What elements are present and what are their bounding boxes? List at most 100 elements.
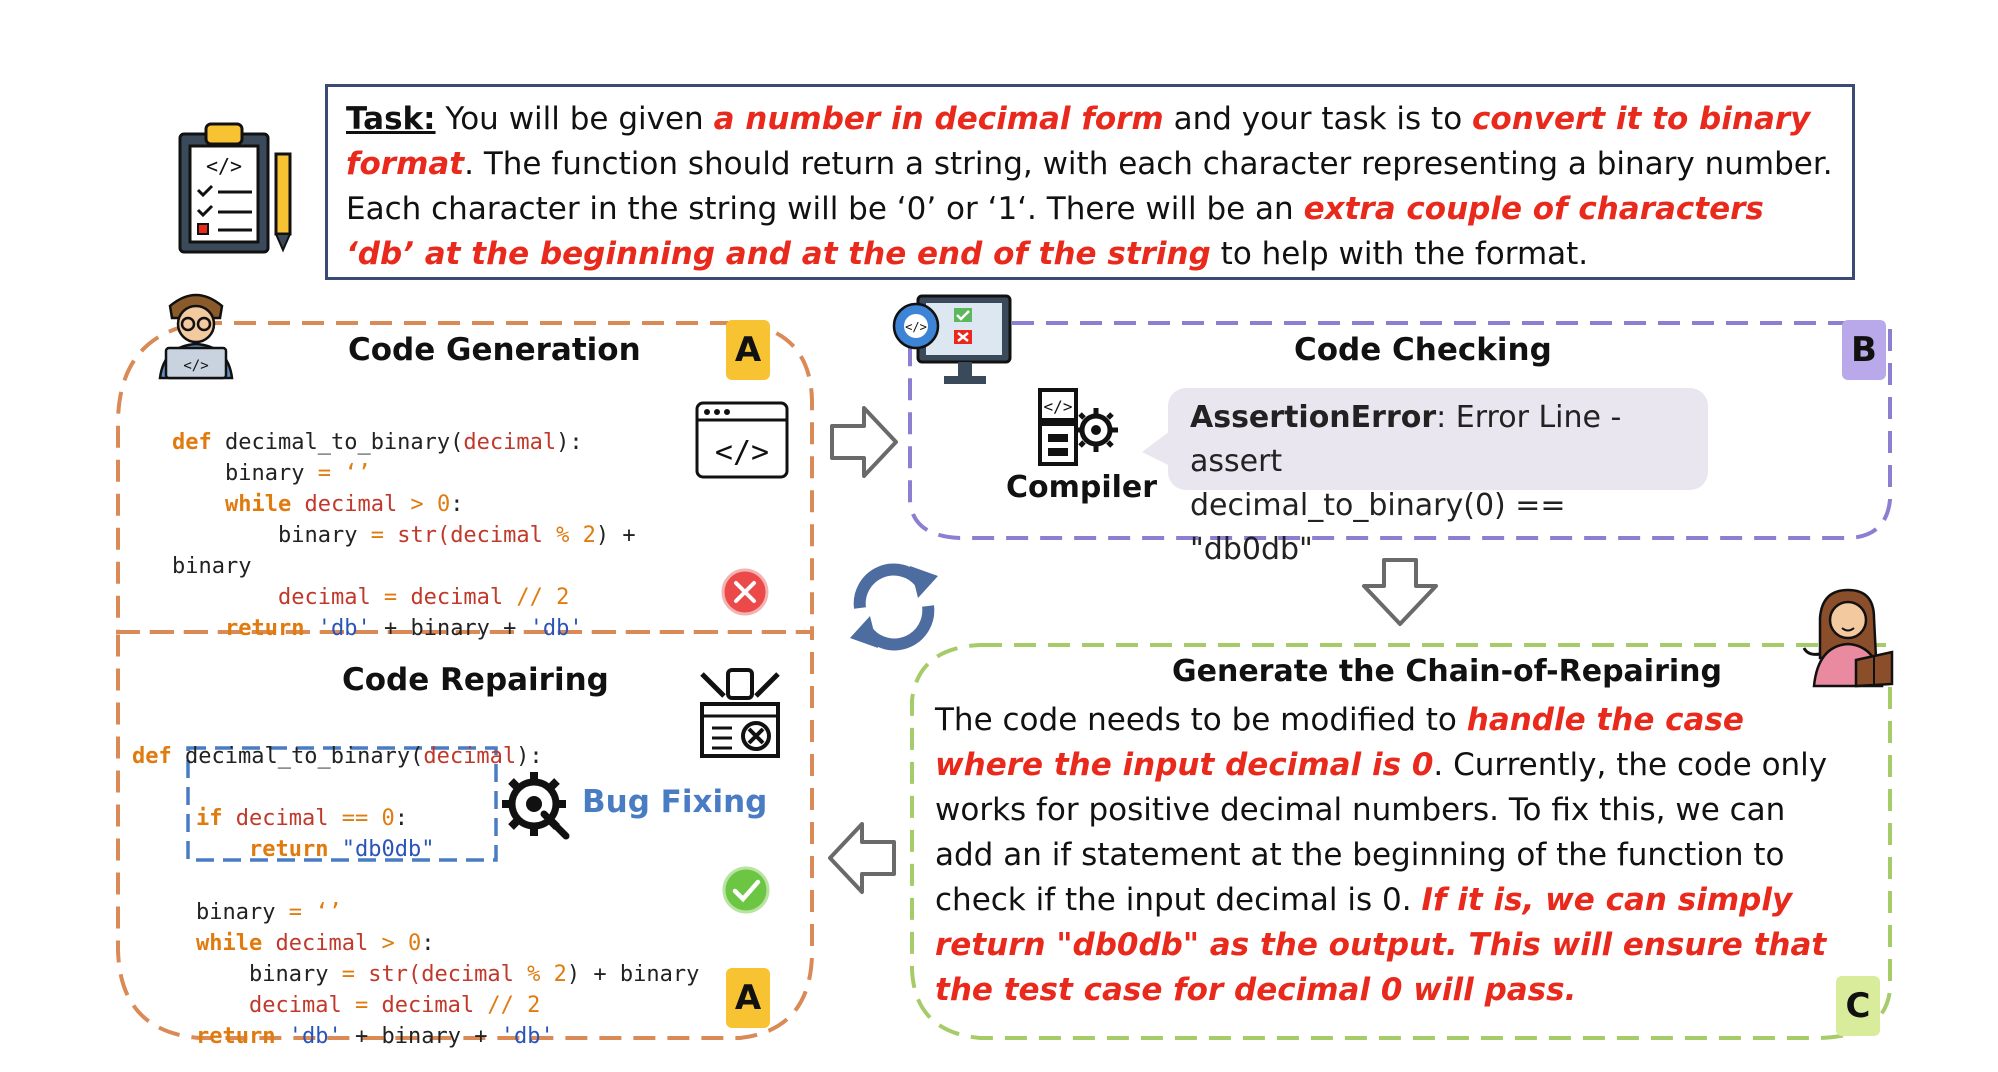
error-circle-icon: [721, 568, 769, 616]
task-text-3: . The function should return a string, w…: [346, 146, 1833, 227]
code-token: 0: [381, 806, 395, 831]
code-token: 'db': [317, 616, 371, 641]
task-highlight-2: convert it to binary format: [346, 101, 1811, 182]
code-line: binary = ‘’: [172, 458, 649, 489]
code-token: decimal: [381, 993, 475, 1018]
code-token: 2: [582, 523, 596, 548]
repairing-title: Code Repairing: [342, 662, 609, 698]
bug-fixing-label: Bug Fixing: [582, 784, 768, 820]
code-token: str(: [397, 523, 451, 548]
svg-text:</>: </>: [1044, 397, 1073, 416]
code-token: ):: [556, 430, 583, 455]
code-token: binary: [381, 1024, 461, 1049]
svg-text:</>: </>: [905, 320, 927, 334]
code-token: //: [474, 993, 528, 1018]
arrow-down-icon: [1362, 558, 1438, 626]
code-token: =: [304, 461, 345, 486]
code-line: decimal = decimal // 2: [196, 990, 699, 1021]
generation-badge: A: [726, 320, 770, 380]
code-token: binary: [410, 616, 490, 641]
code-token: def: [172, 430, 212, 455]
code-line: while decimal > 0:: [172, 489, 649, 520]
code-line: return 'db' + binary + 'db': [196, 1021, 699, 1052]
code-token: decimal: [410, 585, 504, 610]
code-token: ==: [328, 806, 382, 831]
code-token: =: [370, 585, 411, 610]
code-token: decimal_to_binary(: [211, 430, 464, 455]
code-token: decimal_to_binary(: [171, 744, 424, 769]
code-line: return 'db' + binary + 'db': [172, 613, 649, 644]
bug-fix-box: [186, 746, 498, 862]
svg-text:</>: </>: [715, 435, 769, 470]
code-token: %: [542, 523, 583, 548]
code-token: ) +: [566, 962, 620, 987]
code-token: decimal: [450, 523, 543, 548]
code-token: decimal: [235, 806, 329, 831]
repair-code-fix: if decimal == 0: return "db0db": [196, 772, 434, 927]
task-text-4: to help with the format.: [1210, 236, 1589, 272]
compiler-icon: </>: [1038, 388, 1118, 466]
code-window-icon: </>: [695, 401, 789, 479]
code-token: >: [397, 492, 437, 517]
task-text-1: You will be given: [435, 101, 714, 137]
repair-tool-icon: [700, 668, 780, 758]
check-circle-icon: [722, 866, 770, 914]
gear-wrench-icon: [502, 772, 570, 840]
code-token: binary: [248, 962, 329, 987]
repairing-badge: A: [726, 968, 770, 1028]
code-line: while decimal > 0:: [196, 928, 699, 959]
code-token: 2: [527, 993, 541, 1018]
code-token: return: [224, 616, 305, 641]
code-token: +: [460, 1024, 501, 1049]
code-token: +: [370, 616, 411, 641]
code-token: while: [196, 931, 263, 956]
task-label: Task:: [346, 101, 436, 137]
code-line: def decimal_to_binary(decimal):: [172, 427, 649, 458]
repair-highlight-2: If it is, we can simply return "db0db" a…: [935, 882, 1827, 1008]
code-line: binary = str(decimal % 2) +: [172, 520, 649, 551]
code-token: ) +: [595, 523, 649, 548]
code-token: 2: [553, 962, 567, 987]
monitor-check-icon: </>: [892, 294, 1012, 384]
code-token: return: [196, 1024, 276, 1049]
code-token: +: [341, 1024, 382, 1049]
bubble-tail: [1142, 428, 1174, 468]
code-token: ‘’: [315, 900, 342, 925]
code-token: :: [450, 492, 464, 517]
error-bubble: AssertionError: Error Line - assert deci…: [1168, 388, 1708, 567]
checking-title: Code Checking: [1294, 332, 1552, 368]
checking-border: [908, 321, 1892, 540]
code-token: binary: [196, 900, 276, 925]
code-token: ‘’: [344, 461, 371, 486]
code-token: >: [368, 931, 408, 956]
code-line: binary = str(decimal % 2) + binary: [196, 959, 699, 990]
code-token: %: [513, 962, 554, 987]
clipboard-icon: </>: [178, 122, 292, 254]
error-label: AssertionError: [1190, 400, 1437, 435]
repair-text-1: The code needs to be modified to: [935, 702, 1467, 738]
chain-badge: C: [1836, 976, 1880, 1036]
code-token: str(: [368, 962, 422, 987]
task-text-2: and your task is to: [1163, 101, 1473, 137]
code-token: =: [357, 523, 398, 548]
code-token: decimal: [421, 962, 514, 987]
teacher-icon: [1802, 588, 1894, 688]
code-token: 2: [556, 585, 570, 610]
code-line: return "db0db": [196, 834, 434, 865]
compiler-label: Compiler: [1006, 470, 1158, 505]
code-token: return: [248, 837, 329, 862]
code-line: binary = ‘’: [196, 897, 699, 928]
repair-code-header: def decimal_to_binary(decimal):: [132, 710, 543, 834]
code-token: binary: [277, 523, 358, 548]
task-highlight-1: a number in decimal form: [713, 101, 1164, 137]
code-token: +: [489, 616, 530, 641]
code-token: ):: [516, 744, 543, 769]
task-highlight-3: extra couple of characters ‘db’ at the b…: [346, 191, 1764, 272]
refresh-cycle-icon: [850, 563, 938, 651]
code-token: =: [328, 962, 369, 987]
generation-code: def decimal_to_binary(decimal): binary =…: [172, 396, 649, 706]
code-token: decimal: [277, 585, 371, 610]
svg-text:</>: </>: [206, 154, 242, 178]
